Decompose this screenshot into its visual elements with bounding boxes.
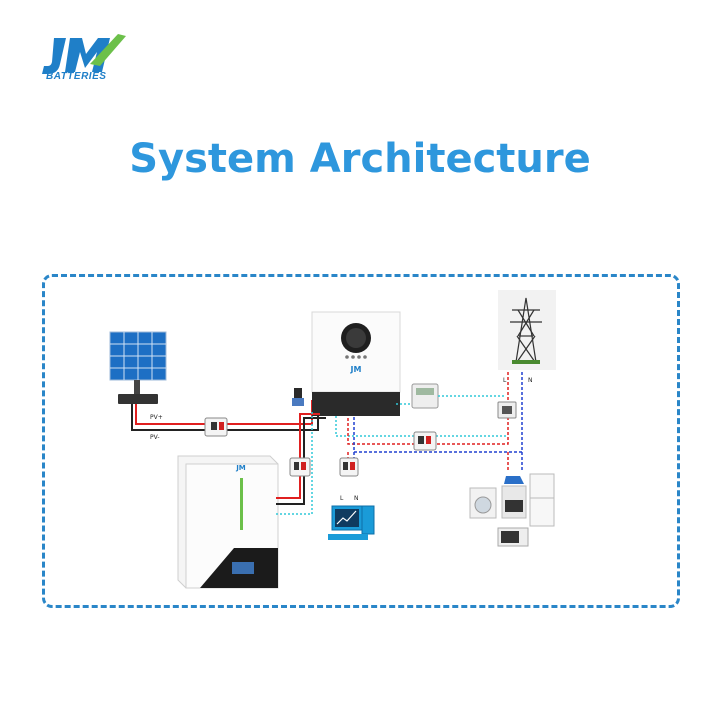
ac-load-lines bbox=[347, 452, 523, 470]
pc-breaker bbox=[339, 457, 359, 477]
pv-plus-label: PV+ bbox=[150, 414, 163, 421]
svg-text:JM: JM bbox=[350, 365, 362, 374]
lithium-battery: JM bbox=[177, 455, 279, 589]
pv-minus-label: PV- bbox=[150, 434, 160, 441]
battery-breaker bbox=[289, 457, 311, 477]
computer-load bbox=[328, 505, 375, 540]
diagram-frame bbox=[42, 274, 680, 608]
energy-meter bbox=[411, 383, 439, 409]
load-neutral-label: N bbox=[354, 495, 359, 502]
load-breaker bbox=[413, 431, 437, 451]
svg-text:JM: JM bbox=[235, 464, 246, 472]
bms-connector bbox=[292, 388, 304, 406]
jm-logo-mark bbox=[42, 34, 126, 74]
solar-panel bbox=[109, 331, 167, 404]
load-live-label: L bbox=[340, 495, 344, 502]
grid-tower bbox=[498, 290, 556, 370]
page-title: System Architecture bbox=[129, 136, 591, 182]
hybrid-inverter: JM bbox=[311, 311, 401, 416]
brand-name: BATTERIES bbox=[46, 71, 107, 82]
grid-live-label: L bbox=[503, 377, 507, 384]
pv-breaker bbox=[204, 417, 228, 437]
home-appliances bbox=[469, 473, 555, 547]
grid-neutral-label: N bbox=[528, 377, 533, 384]
comm-lines bbox=[276, 395, 506, 515]
grid-switch bbox=[497, 401, 517, 419]
